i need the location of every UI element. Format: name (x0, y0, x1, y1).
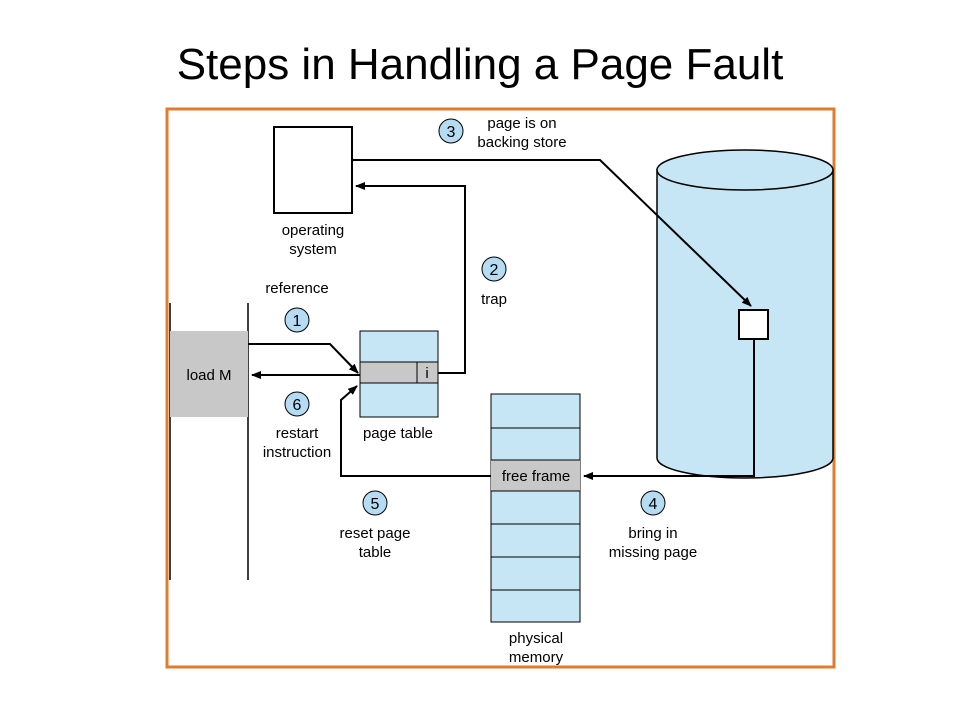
restart-label-line1: restart (276, 425, 319, 442)
reference-label: reference (265, 280, 328, 297)
physical-memory-label-line2: memory (509, 649, 564, 666)
free-frame-label: free frame (502, 468, 570, 485)
bring-in-label-line1: bring in (628, 525, 677, 542)
step-5-badge: 5 (362, 490, 388, 516)
step-2-badge: 2 (481, 256, 507, 282)
physical-memory-label-line1: physical (509, 630, 563, 647)
svg-text:3: 3 (447, 124, 456, 141)
arrow-bring-in (583, 339, 755, 480)
os-label-line1: operating (282, 222, 345, 239)
svg-text:2: 2 (490, 262, 499, 279)
svg-text:5: 5 (371, 496, 380, 513)
svg-text:6: 6 (293, 397, 302, 414)
backing-store-label-line1: page is on (487, 115, 556, 132)
program-segment (169, 303, 249, 580)
restart-label-line2: instruction (263, 444, 331, 461)
step-1-badge: 1 (284, 307, 310, 333)
bring-in-label-line2: missing page (609, 544, 697, 561)
backing-store-label-line2: backing store (477, 134, 566, 151)
missing-page-block (738, 309, 769, 340)
operating-system-box (273, 126, 353, 214)
step-4-badge: 4 (640, 490, 666, 516)
step-6-badge: 6 (284, 391, 310, 417)
slide-title: Steps in Handling a Page Fault (176, 40, 784, 89)
arrow-reference (248, 343, 359, 374)
svg-text:1: 1 (293, 313, 302, 330)
reset-label-line2: table (359, 544, 392, 561)
arrow-reset-table (340, 385, 491, 477)
invalid-bit: i (425, 365, 428, 382)
physical-memory (490, 393, 581, 623)
page-table-label: page table (363, 425, 433, 442)
load-m-instruction: load M (186, 367, 231, 384)
step-3-badge: 3 (438, 118, 464, 144)
reset-label-line1: reset page (340, 525, 411, 542)
svg-text:4: 4 (649, 496, 658, 513)
arrow-backing-store (352, 159, 752, 307)
arrow-trap (355, 182, 466, 374)
trap-label: trap (481, 291, 507, 308)
os-label-line2: system (289, 241, 337, 258)
